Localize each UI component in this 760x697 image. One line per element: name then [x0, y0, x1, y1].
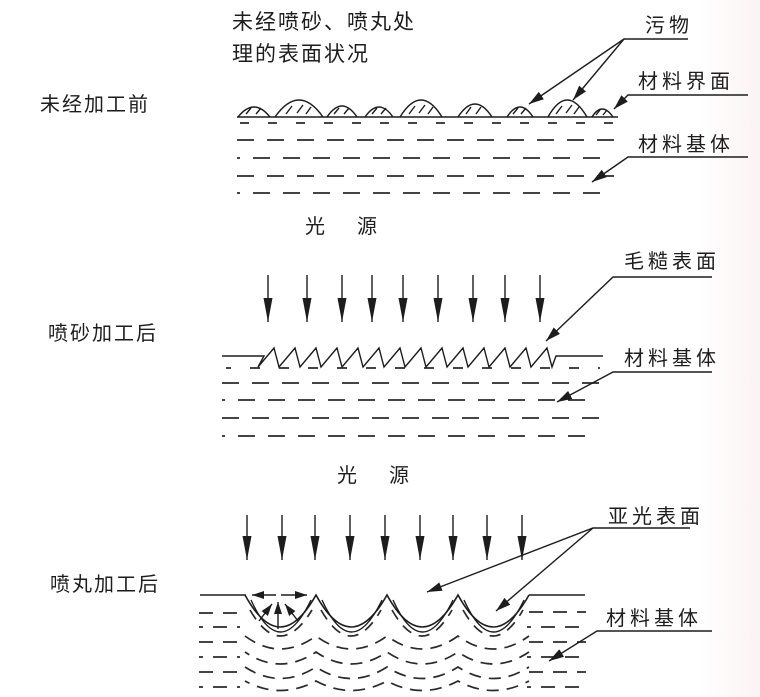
bottom-leaders: 亚光表面 材料基体: [426, 504, 712, 662]
matte-surface-leader-arrow-1: [426, 527, 690, 593]
substrate-leader-arrow-top: [591, 156, 748, 183]
side-label-before: 未经加工前: [40, 92, 150, 116]
label-material-substrate-bottom: 材料基体: [606, 606, 702, 630]
section-before-processing: 未经喷砂、喷丸处 理的表面状况 未经加工前 污物 材料界面 材料基体: [40, 10, 748, 194]
side-label-shot-peen: 喷丸加工后: [50, 572, 160, 596]
label-dirt: 污物: [645, 13, 693, 37]
dirt-bumps: [237, 99, 614, 118]
top-caption-line1: 未经喷砂、喷丸处: [232, 10, 416, 34]
bottom-substrate-hatching: [199, 609, 586, 692]
substrate-leader-arrow-middle: [556, 371, 712, 403]
rough-surface-zigzag: [222, 346, 603, 370]
label-matte-surface: 亚光表面: [608, 504, 704, 528]
top-substrate-hatching: [237, 122, 616, 194]
matte-surface-scallops: [200, 593, 585, 633]
label-material-substrate-middle: 材料基体: [624, 346, 720, 370]
section-after-shot-peening: 光 源 喷丸加工后: [50, 463, 712, 692]
label-material-interface: 材料界面: [638, 69, 734, 93]
light-source-label-bottom: 光 源: [337, 463, 415, 487]
section-after-sandblasting: 光 源 喷砂加工后 毛糙表面 材料基体: [48, 214, 720, 437]
top-leaders: 污物 材料界面 材料基体: [528, 13, 748, 183]
dirt-leader-arrow-2: [572, 38, 625, 101]
interface-leader-arrow: [613, 94, 748, 110]
top-caption-line2: 理的表面状况: [232, 42, 370, 66]
diffuse-reflection-arrows: [252, 591, 307, 629]
light-rays-shot-peen: [242, 515, 527, 560]
substrate-leader-arrow-bottom: [548, 630, 712, 662]
dirt-bump-hatch: [245, 104, 608, 116]
label-rough-surface: 毛糙表面: [624, 249, 720, 273]
matte-surface-leader-arrow-2: [495, 527, 594, 612]
rough-surface-leader-arrow: [545, 276, 712, 342]
middle-substrate-hatching: [222, 367, 600, 437]
light-source-label-middle: 光 源: [305, 214, 383, 238]
middle-leaders: 毛糙表面 材料基体: [545, 249, 720, 403]
label-material-substrate-top: 材料基体: [638, 132, 734, 156]
side-label-sandblast: 喷砂加工后: [48, 321, 158, 345]
light-rays-sandblast: [263, 275, 545, 322]
